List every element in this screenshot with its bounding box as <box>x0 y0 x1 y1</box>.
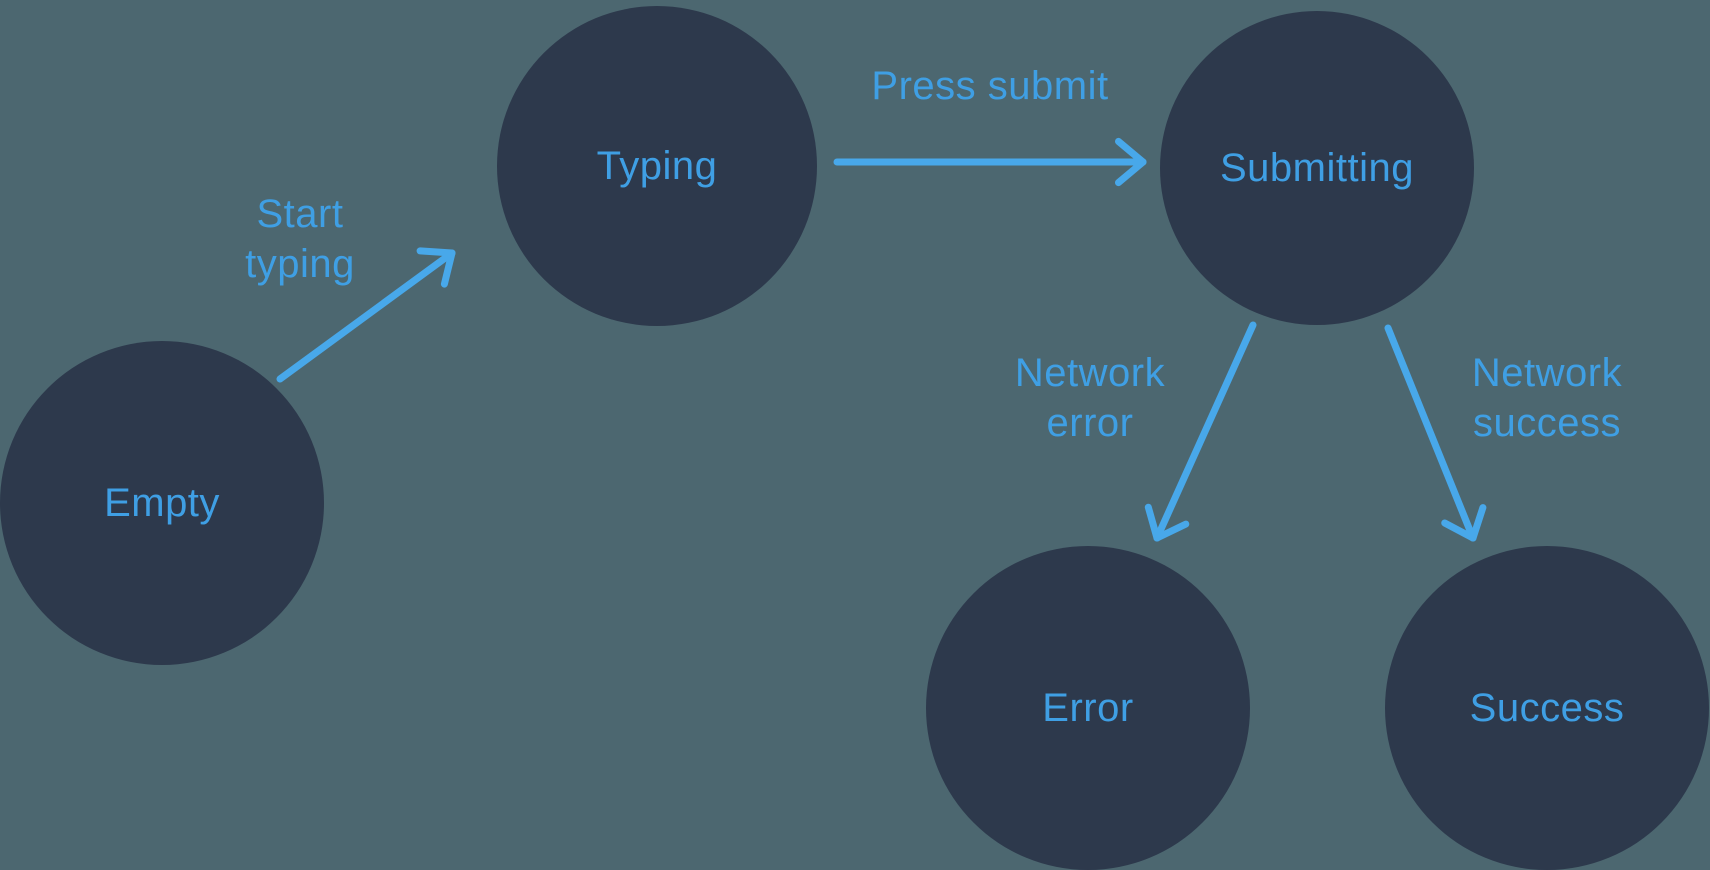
state-node-label-success: Success <box>1469 685 1625 730</box>
arrowhead-icon <box>440 249 456 288</box>
arrowhead-icon <box>1441 519 1477 542</box>
arrowhead-icon <box>1469 504 1487 542</box>
arrowhead-icon <box>1144 503 1161 542</box>
arrowhead-icon <box>1115 158 1147 187</box>
state-node-submitting: Submitting <box>1160 11 1474 325</box>
state-node-label-submitting: Submitting <box>1220 145 1414 190</box>
edge-label-line: Network <box>1014 351 1166 395</box>
state-node-empty: Empty <box>0 341 324 665</box>
state-node-label-empty: Empty <box>104 480 220 525</box>
arrowhead-icon <box>1115 137 1147 166</box>
edge-arrow-network-success <box>1384 324 1487 542</box>
edge-arrow-start-typing <box>276 247 456 383</box>
edge-label-network-success: Network success <box>1472 348 1622 448</box>
edge-label-line: error <box>1046 401 1134 445</box>
edge-label-network-error: Network error <box>1015 348 1165 448</box>
edge-label-line: typing <box>245 242 355 286</box>
edge-label-press-submit: Press submit <box>871 61 1108 111</box>
edge-arrow-network-error <box>1144 321 1257 542</box>
edge-label-line: Start <box>256 192 344 236</box>
state-node-error: Error <box>926 546 1250 870</box>
state-node-success: Success <box>1385 546 1709 870</box>
state-node-typing: Typing <box>497 6 817 326</box>
arrowhead-icon <box>416 247 456 257</box>
state-node-label-error: Error <box>1042 685 1134 730</box>
arrowhead-icon <box>1153 520 1190 542</box>
edge-label-line: Press submit <box>871 64 1109 108</box>
edge-label-start-typing: Start typing <box>245 189 355 289</box>
edge-label-line: success <box>1472 401 1621 445</box>
state-node-label-typing: Typing <box>596 143 718 188</box>
edge-arrow-press-submit <box>833 137 1147 187</box>
edge-label-line: Network <box>1471 351 1623 395</box>
